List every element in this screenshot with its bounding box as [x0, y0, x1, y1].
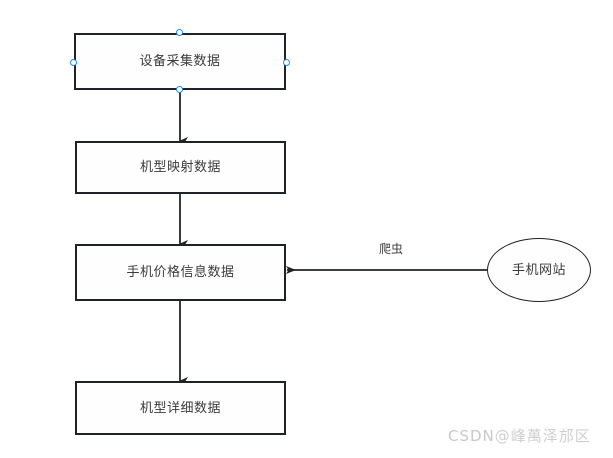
selection-handle-top[interactable]: [176, 29, 183, 36]
node-device-collect-label: 设备采集数据: [139, 54, 221, 69]
node-model-mapping[interactable]: 机型映射数据: [75, 141, 286, 194]
node-model-detail[interactable]: 机型详细数据: [75, 381, 286, 435]
edge-label-crawler: 爬虫: [379, 242, 404, 256]
node-phone-price-info[interactable]: 手机价格信息数据: [75, 244, 286, 301]
watermark-handle: @峰萬泽邡区: [494, 427, 591, 445]
watermark-prefix: CSDN: [448, 427, 495, 445]
node-phone-website[interactable]: 手机网站: [487, 238, 591, 302]
selection-handle-left[interactable]: [70, 59, 77, 66]
node-model-mapping-label: 机型映射数据: [139, 160, 221, 175]
node-model-detail-label: 机型详细数据: [139, 400, 221, 416]
node-phone-price-info-label: 手机价格信息数据: [126, 265, 235, 280]
selection-handle-right[interactable]: [283, 59, 290, 66]
node-phone-website-label: 手机网站: [511, 262, 566, 278]
node-device-collect[interactable]: 设备采集数据: [74, 33, 286, 90]
selection-handle-bottom[interactable]: [176, 86, 183, 93]
csdn-watermark: CSDN@峰萬泽邡区: [448, 429, 591, 444]
